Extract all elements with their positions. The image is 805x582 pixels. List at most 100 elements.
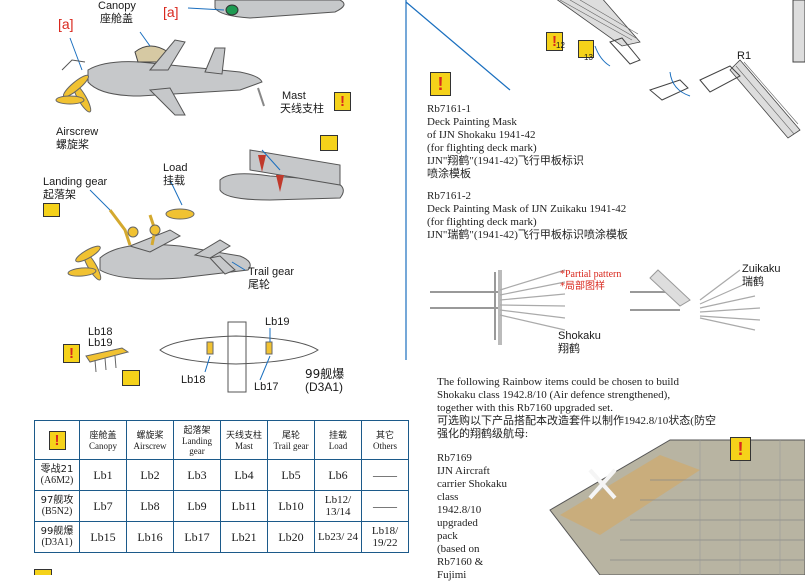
mask1-line: (for flighting deck mark)	[427, 142, 537, 154]
item-line: (based on	[437, 543, 480, 555]
mask2-line: Deck Painting Mask of IJN Zuikaku 1941-4…	[427, 203, 627, 215]
header-cn: 天线支柱	[225, 430, 262, 441]
table-cell: Lb2	[126, 459, 174, 491]
partial-pattern-label: *Partial pattern	[560, 269, 622, 280]
header-en: Landing gear	[182, 435, 212, 456]
trail-gear-label: Trail gear	[248, 266, 295, 278]
header-cn: 螺旋桨	[136, 430, 164, 441]
ref-a-label: [a]	[58, 16, 74, 32]
mask1-line: IJN"翔鹤"(1941-42)飞行甲板标识	[427, 155, 584, 167]
antenna-icon	[320, 135, 338, 151]
table-cell: Lb20	[267, 521, 315, 553]
netting-strip-drawing	[556, 0, 805, 139]
ref-a-label: [a]	[163, 4, 179, 20]
r1-label: R1	[737, 50, 752, 62]
table-corner: !	[34, 420, 80, 460]
item-line: Rb7169	[437, 452, 472, 464]
shokaku-label: Shokaku	[558, 330, 601, 342]
canopy-label-cn: 座舱盖	[100, 12, 133, 25]
airscrew-label-cn: 螺旋桨	[56, 138, 89, 151]
table-cell: Lb15	[79, 521, 127, 553]
table-cell: Lb17	[173, 521, 221, 553]
mask1-line: Deck Painting Mask	[427, 116, 517, 128]
load-label-cn: 挂载	[163, 174, 185, 187]
row-header: 99舰爆(D3A1)	[34, 521, 80, 553]
mast-label: Mast	[282, 90, 306, 102]
warning-icon: !	[546, 32, 563, 51]
d3a1-topview-drawing	[159, 321, 319, 393]
table-row: 零战21(A6M2) Lb1 Lb2 Lb3 Lb4 Lb5 Lb6 ——	[34, 459, 409, 491]
warning-icon: !	[430, 72, 451, 96]
warning-icon: !	[730, 437, 751, 461]
header-en: Others	[373, 440, 397, 451]
mask2-line: (for flighting deck mark)	[427, 216, 537, 228]
table-cell: Lb16	[126, 521, 174, 553]
row-name-cn: 零战21	[40, 464, 74, 475]
airscrew-label: Airscrew	[56, 126, 99, 138]
zero-fighter-drawing	[55, 31, 265, 116]
landing-gear-label-cn: 起落架	[43, 188, 76, 201]
mask1-line: Rb7161-1	[427, 103, 471, 115]
header-en: Mast	[235, 440, 253, 451]
mask2-line: IJN"瑞鹤"(1941-42)飞行甲板标识喷涂模板	[427, 229, 628, 241]
step-number: 12	[556, 41, 565, 50]
table-cell: Lb1	[79, 459, 127, 491]
canopy-label: Canopy	[98, 0, 136, 12]
table-cell: Lb4	[220, 459, 268, 491]
mask1-line: 喷涂模板	[427, 168, 471, 180]
step-number: 13	[584, 53, 593, 62]
gear-detail-icon	[122, 370, 140, 386]
row-name-cn: 99舰爆	[40, 526, 74, 537]
header-cn: 挂载	[328, 430, 347, 441]
mask1-line: of IJN Shokaku 1941-42	[427, 129, 536, 141]
header-en: Airscrew	[133, 440, 167, 451]
landing-gear-icon	[43, 203, 60, 217]
item-line: 1942.8/10	[437, 504, 482, 516]
table-cell: Lb21	[220, 521, 268, 553]
warning-icon	[34, 569, 52, 575]
table-cell: Lb6	[314, 459, 362, 491]
table-cell: Lb8	[126, 490, 174, 522]
row-name-cn: 97舰攻	[40, 495, 74, 506]
header-cn: 座舱盖	[89, 430, 117, 441]
rb7169-text: Rb7169 IJN Aircraft carrier Shokaku clas…	[437, 452, 507, 582]
table-cell: Lb9	[173, 490, 221, 522]
header-en: Trail gear	[273, 440, 309, 451]
item-line: upgraded	[437, 517, 478, 529]
mask2-text: Rb7161-2 Deck Painting Mask of IJN Zuika…	[427, 190, 628, 242]
header-cn: 起落架	[183, 425, 211, 436]
left-illustrations	[55, 0, 345, 393]
trail-gear-label-cn: 尾轮	[248, 278, 270, 291]
lb18-label: Lb18	[88, 326, 113, 338]
header-cn: 尾轮	[281, 430, 300, 441]
table-cell: ——	[361, 459, 409, 491]
deck-mask-pattern-drawing	[430, 269, 761, 345]
lb18-label-b: Lb18	[181, 374, 206, 386]
mast-label-cn: 天线支柱	[280, 102, 324, 115]
carrier-deck-drawing	[549, 439, 805, 575]
warning-icon: !	[334, 92, 351, 111]
item-line: pack	[437, 530, 458, 542]
mask1-text: Rb7161-1 Deck Painting Mask of IJN Shoka…	[427, 103, 584, 181]
lb18-part-drawing	[85, 347, 130, 373]
item-line: IJN Aircraft	[437, 465, 490, 477]
header-cn: 其它	[375, 430, 394, 441]
table-cell: Lb3	[173, 459, 221, 491]
rainbow-line: The following Rainbow items could be cho…	[437, 376, 679, 388]
item-line: carrier Shokaku	[437, 478, 507, 490]
header-en: Canopy	[89, 440, 117, 451]
plane-name-cn: 99舰爆	[305, 367, 345, 381]
rainbow-line: Shokaku class 1942.8/10 (Air defence str…	[437, 389, 671, 401]
header-en: Load	[328, 440, 348, 451]
item-line: class	[437, 491, 459, 503]
row-name-en: (D3A1)	[41, 537, 73, 548]
warning-icon: !	[63, 344, 80, 363]
warning-icon: !	[48, 430, 66, 450]
landing-gear-label: Landing gear	[43, 176, 108, 188]
torpedo-bomber-drawing	[67, 179, 251, 281]
row-name-en: (A6M2)	[40, 475, 74, 486]
